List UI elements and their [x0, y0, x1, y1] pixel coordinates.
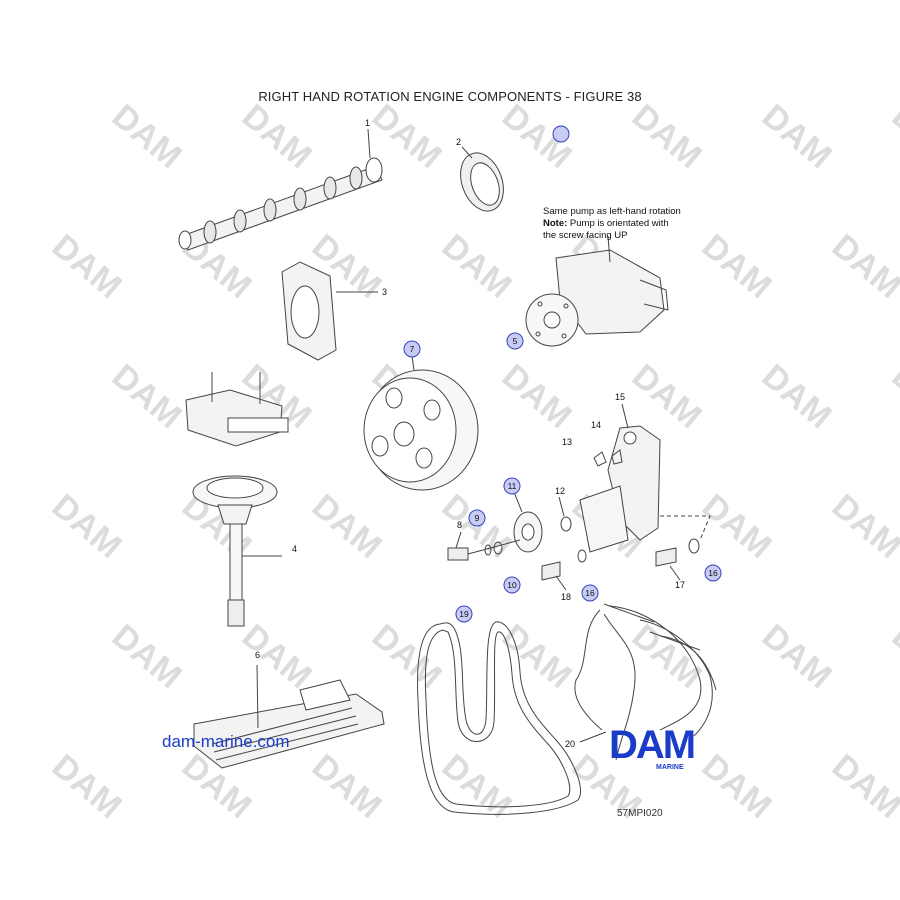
highlight-11-circle — [503, 477, 521, 495]
highlight-16b-circle — [704, 564, 722, 582]
highlight-16a-circle — [581, 584, 599, 602]
callout-10: 10 — [507, 580, 517, 590]
callout-13: 13 — [562, 437, 572, 447]
seal-ring-part — [460, 146, 504, 212]
callout-9: 9 — [475, 513, 480, 523]
logo-subtext: MARINE — [656, 764, 684, 771]
callout-12: 12 — [555, 486, 565, 496]
figure-code: 57MPI020 — [617, 808, 663, 819]
callout-18: 18 — [561, 592, 571, 602]
website-link[interactable]: dam-marine.com — [162, 732, 290, 751]
water-pump-part — [525, 235, 669, 347]
note-line-1: Same pump as left-hand rotation — [543, 206, 681, 217]
callout-14: 14 — [591, 420, 601, 430]
page-title: RIGHT HAND ROTATION ENGINE COMPONENTS - … — [258, 89, 642, 104]
note-text: Pump is orientated with — [567, 218, 669, 229]
callout-1: 1 — [365, 118, 370, 128]
callout-5: 5 — [513, 336, 518, 346]
callout-8: 8 — [457, 520, 462, 530]
callout-3: 3 — [382, 287, 387, 297]
serpentine-belt-part — [417, 621, 582, 815]
callout-4: 4 — [292, 544, 297, 554]
highlight-9-circle — [468, 509, 486, 527]
tensioner-assembly-part — [447, 403, 711, 591]
note-label: Note: — [543, 218, 568, 229]
pulley-part — [363, 355, 479, 491]
highlight-empty-marker — [552, 125, 570, 143]
callout-2: 2 — [456, 137, 461, 147]
callout-16a: 16 — [585, 588, 595, 598]
highlight-5-circle — [506, 332, 524, 350]
highlight-10-circle — [503, 576, 521, 594]
camshaft-part — [178, 128, 383, 251]
wire-harness-part — [574, 603, 717, 761]
note-line-3: the screw facing UP — [543, 230, 628, 241]
callout-11: 11 — [508, 481, 517, 491]
logo-text: DAM — [609, 723, 694, 766]
dam-logo: DAM — [609, 723, 696, 766]
ecm-module-part — [193, 664, 385, 769]
note-line-2: Note: Pump is orientated with — [543, 218, 681, 230]
callout-16b: 16 — [708, 568, 718, 578]
highlight-19-circle — [455, 605, 473, 623]
callout-19: 19 — [459, 609, 469, 619]
callout-20: 20 — [565, 739, 575, 749]
distributor-part — [185, 372, 289, 627]
callout-7: 7 — [410, 344, 415, 354]
callout-6: 6 — [255, 650, 260, 660]
callout-17: 17 — [675, 580, 685, 590]
thrust-plate-part — [281, 261, 378, 361]
highlight-7-circle — [403, 340, 421, 358]
callout-15: 15 — [615, 392, 625, 402]
pump-note: Same pump as left-hand rotation Note: Pu… — [543, 206, 681, 242]
